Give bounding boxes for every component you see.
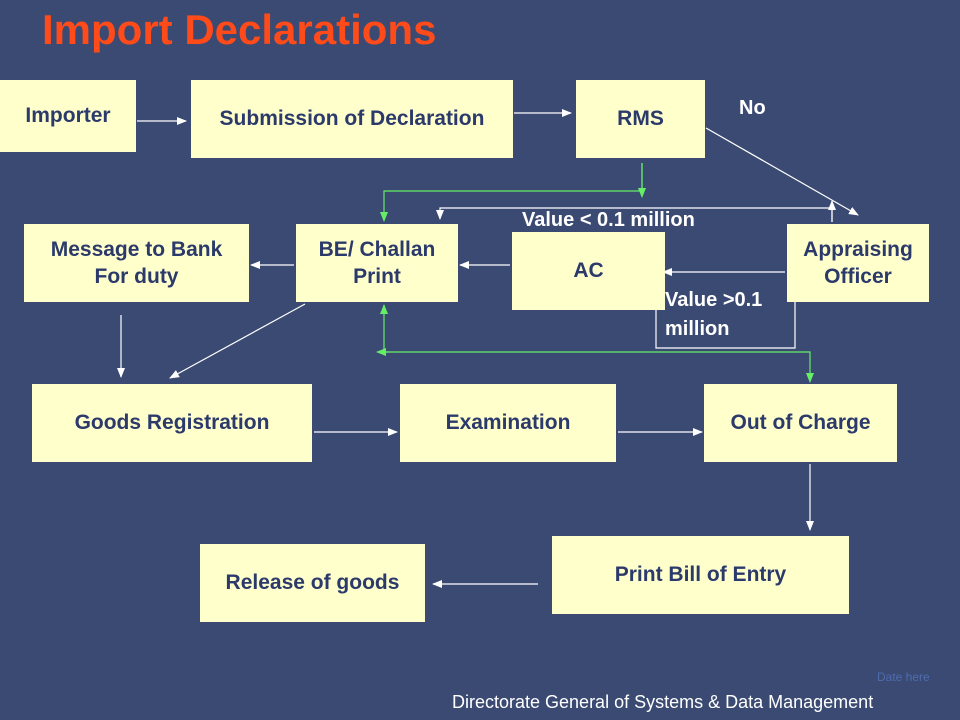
ac-box: AC [512, 232, 665, 310]
examination-box: Examination [400, 384, 616, 462]
print-bill-of-entry-box: Print Bill of Entry [552, 536, 849, 614]
bracket-value-more [655, 292, 796, 349]
out-of-charge-box: Out of Charge [704, 384, 897, 462]
page-title: Import Declarations [42, 6, 437, 53]
label-no: No [739, 97, 766, 119]
arrow-rms-appraising [705, 127, 859, 216]
release-of-goods-box: Release of goods [200, 544, 425, 622]
appraising-officer-box: Appraising Officer [787, 224, 929, 302]
importer-box: Importer [0, 80, 136, 152]
date-placeholder: Date here [877, 670, 930, 684]
be-challan-print-box: BE/ Challan Print [296, 224, 458, 302]
label-value-more: Value >0.1 million [665, 289, 763, 340]
submission-of-declaration-box: Submission of Declaration [191, 80, 513, 158]
goods-registration-box: Goods Registration [32, 384, 312, 462]
footer-text: Directorate General of Systems & Data Ma… [452, 692, 874, 712]
message-to-bank-box: Message to Bank For duty [24, 224, 249, 302]
arrow-be-goods [169, 303, 306, 379]
arrow-green-out-of-charge [384, 351, 814, 383]
label-value-less: Value < 0.1 million [522, 209, 695, 231]
rms-box: RMS [576, 80, 705, 158]
